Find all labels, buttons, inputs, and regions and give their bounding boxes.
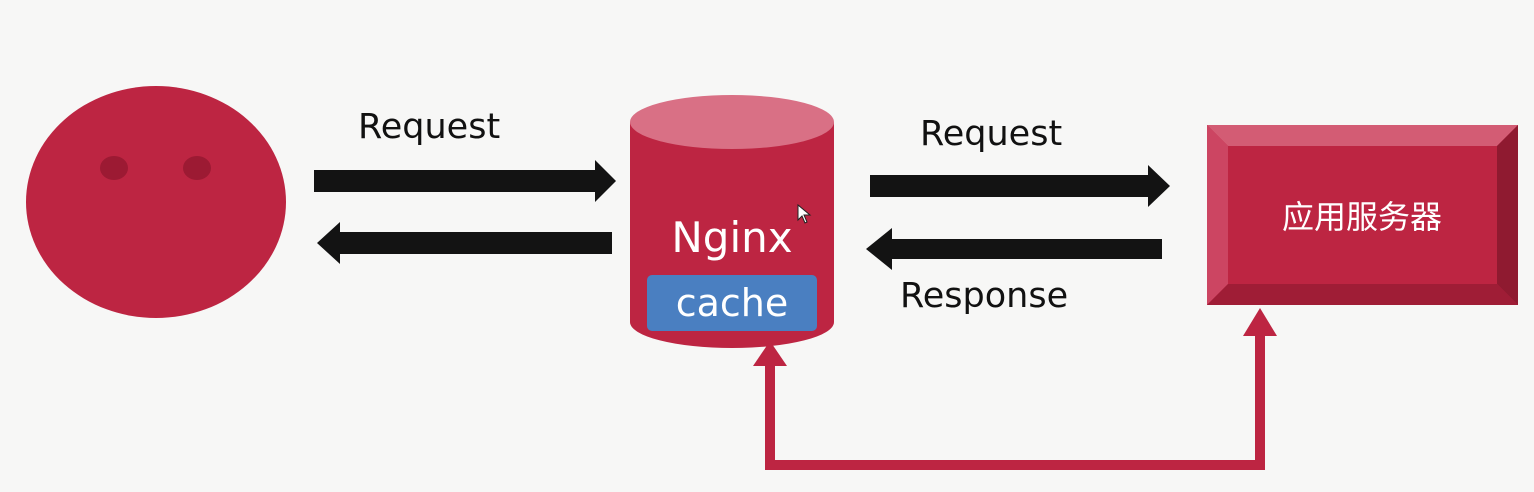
client-right-eye (183, 156, 211, 180)
client-node (26, 86, 286, 318)
server-response-label: Response (900, 276, 1068, 316)
cache-box (647, 275, 817, 331)
cache-update-path (765, 332, 1265, 470)
server-request-label: Request (920, 114, 1062, 154)
nginx-cylinder: Nginx cache (630, 95, 834, 348)
server-request-arrow (870, 165, 1170, 207)
client-face (26, 86, 286, 318)
cache-label: cache (676, 281, 789, 325)
app-server-bevel-left (1207, 125, 1228, 305)
nginx-cylinder-top (630, 95, 834, 149)
cache-update-arrowhead-server (1243, 308, 1277, 336)
app-server-label: 应用服务器 (1282, 198, 1442, 236)
cache-update-arrowhead-nginx (753, 341, 787, 366)
client-response-arrow (317, 222, 612, 264)
server-response-arrow (866, 228, 1162, 270)
client-left-eye (100, 156, 128, 180)
cache-update-arrow (753, 308, 1277, 470)
nginx-label: Nginx (671, 213, 792, 262)
app-server-node: 应用服务器 (1207, 125, 1518, 305)
client-request-label: Request (358, 107, 500, 147)
app-server-bevel-top (1207, 125, 1518, 146)
app-server-face (1228, 146, 1497, 284)
mouse-cursor-icon (797, 203, 812, 224)
app-server-bevel-bottom (1207, 284, 1518, 305)
app-server-bevel-right (1497, 125, 1518, 305)
client-request-arrow (314, 160, 616, 202)
